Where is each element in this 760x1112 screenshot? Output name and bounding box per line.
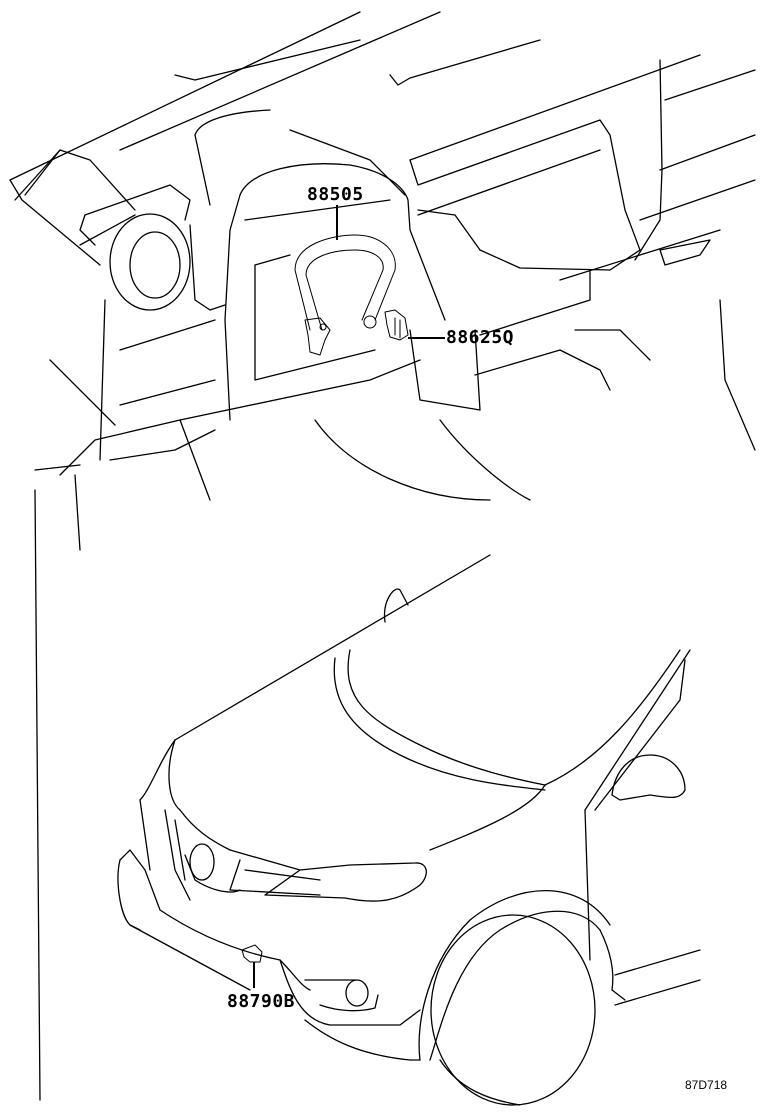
callout-88625Q[interactable]: 88625Q — [446, 327, 515, 348]
sensor-88790B[interactable] — [241, 944, 263, 963]
callout-88790B[interactable]: 88790B — [227, 991, 296, 1012]
callout-88505[interactable]: 88505 — [307, 184, 364, 205]
front-exterior-view — [117, 554, 701, 1106]
reference-code: 87D718 — [685, 1078, 728, 1092]
dashboard-view — [9, 11, 756, 1101]
connector-88625Q[interactable] — [384, 309, 409, 341]
wire-harness-88505[interactable] — [294, 234, 396, 356]
